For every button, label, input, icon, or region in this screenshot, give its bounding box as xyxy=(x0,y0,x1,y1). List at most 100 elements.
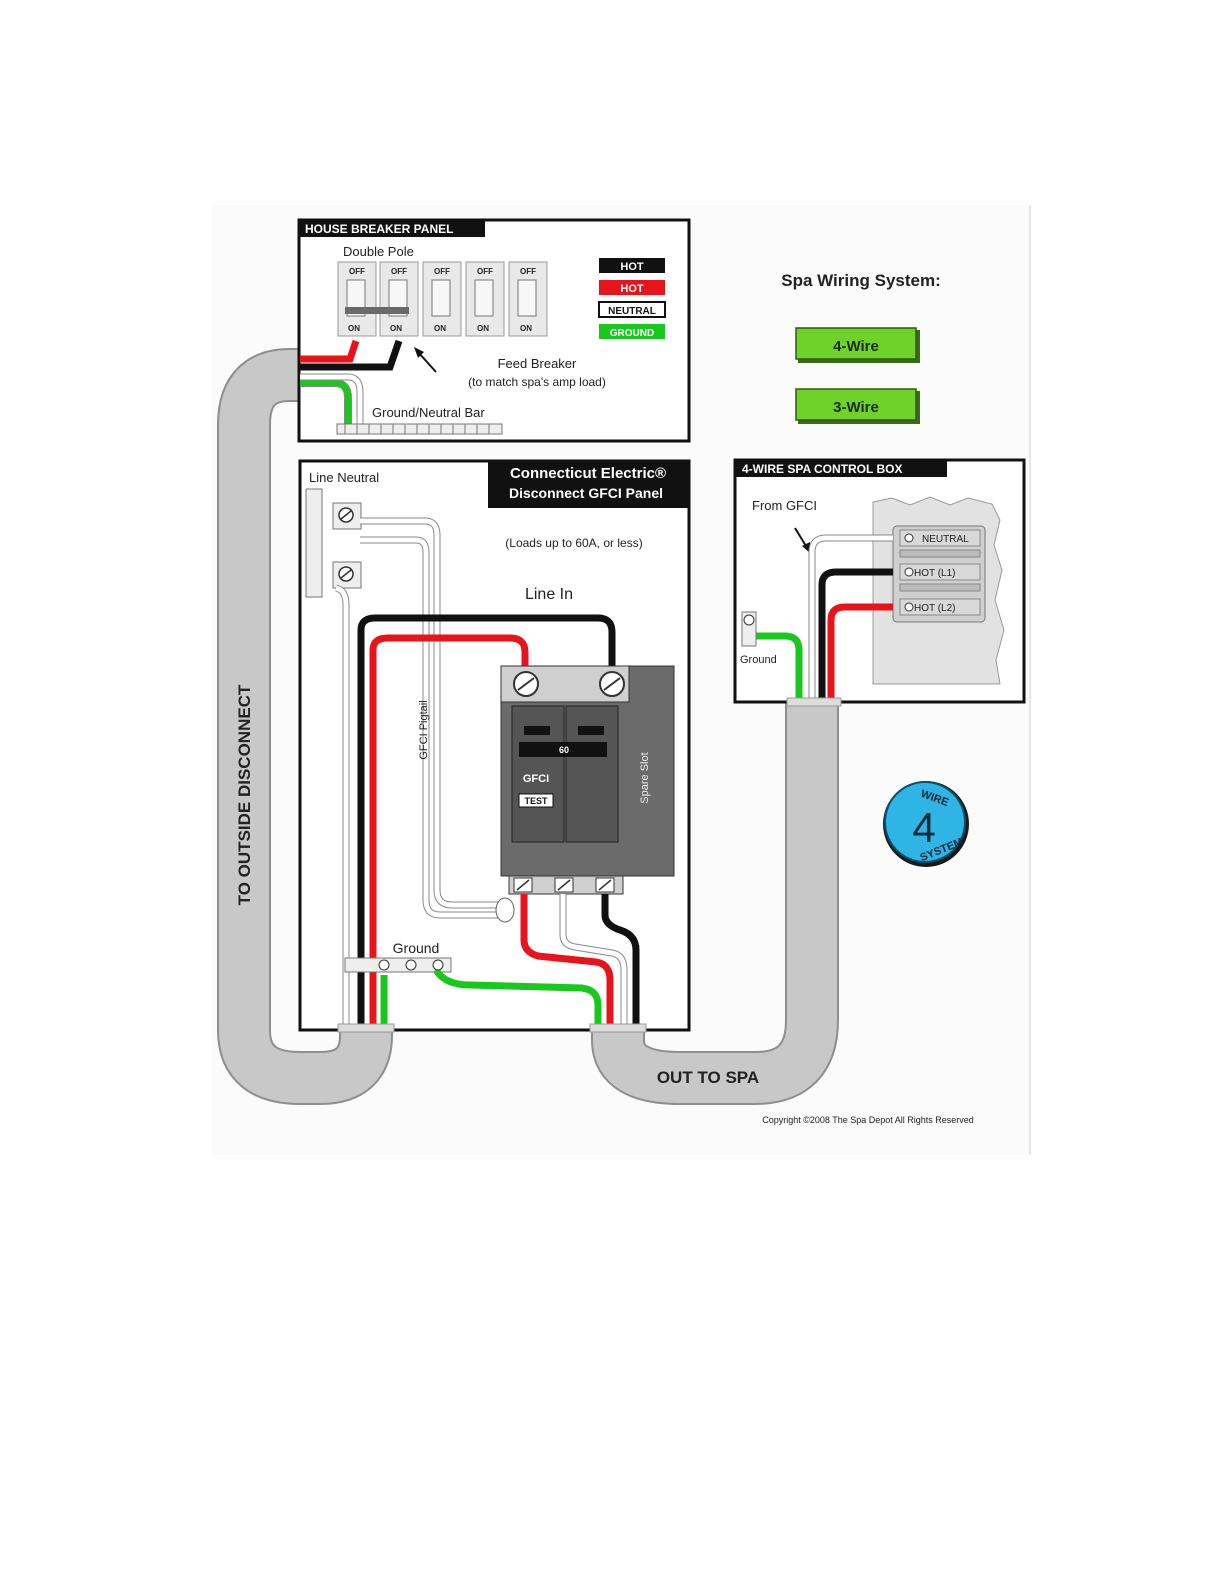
ground-neutral-bar-label: Ground/Neutral Bar xyxy=(372,405,485,420)
breaker-5[interactable]: OFF ON xyxy=(508,261,548,337)
spa-ground-wire xyxy=(756,632,803,700)
wire-color-legend: HOT HOT NEUTRAL GROUND xyxy=(598,258,666,339)
feed-wire-black xyxy=(300,339,403,371)
three-wire-button-label: 3-Wire xyxy=(833,399,879,416)
feed-wire-red xyxy=(300,339,360,363)
legend-ground: GROUND xyxy=(610,328,654,339)
gfci-ground-bar xyxy=(344,957,452,973)
breaker-4-off-label: OFF xyxy=(477,267,493,276)
gfci-label: GFCI xyxy=(523,773,549,785)
house-breaker-panel: HOUSE BREAKER PANEL Double Pole OFF ON O… xyxy=(297,218,691,443)
line-neutral-bar xyxy=(305,488,323,598)
gfci-title-line2: Disconnect GFCI Panel xyxy=(509,485,663,501)
gfci-ground-label: Ground xyxy=(393,940,440,956)
four-wire-system-badge: WIRE 4 SYSTEM xyxy=(883,781,969,867)
knockout-left xyxy=(337,1023,395,1033)
from-gfci-label: From GFCI xyxy=(752,498,817,513)
double-pole-label: Double Pole xyxy=(343,244,414,259)
knockout-right xyxy=(589,1023,647,1033)
line-in-black-wire xyxy=(357,614,616,1025)
ground-out-wire xyxy=(432,967,602,1025)
gfci-title-line1: Connecticut Electric® xyxy=(510,465,666,482)
gfci-title-bar xyxy=(488,461,689,508)
breaker-5-off-label: OFF xyxy=(520,267,536,276)
legend-neutral: NEUTRAL xyxy=(608,306,656,317)
gfci-ground-screws xyxy=(378,959,444,971)
breaker-3-on-label: ON xyxy=(434,324,446,333)
breaker-rating-strip xyxy=(519,742,607,757)
page-title: Spa Wiring System: xyxy=(781,271,941,290)
feed-breaker-note: (to match spa's amp load) xyxy=(468,375,606,389)
load-neutral-wire xyxy=(560,894,627,1025)
line-in-red-wire xyxy=(369,634,529,1025)
gfci-pigtail-label: GFCI Pigtail xyxy=(418,700,430,759)
neutral-in-wire xyxy=(335,585,349,1025)
gfci-pigtail-wire xyxy=(360,518,500,908)
feed-breaker-label: Feed Breaker xyxy=(498,356,577,371)
spa-box-header-bar xyxy=(735,460,947,477)
breaker-4[interactable]: OFF ON xyxy=(465,261,505,337)
from-gfci-arrow xyxy=(794,527,807,547)
breaker-handle-2[interactable] xyxy=(578,726,604,735)
badge-number: 4 xyxy=(912,804,935,851)
neutral-wire-house xyxy=(300,374,363,426)
line-in-label: Line In xyxy=(525,586,573,603)
spa-black-wire xyxy=(818,568,893,700)
feed-breaker-arrow xyxy=(417,351,437,373)
neutral-loop-wire xyxy=(360,537,500,918)
wire-nut xyxy=(495,897,515,923)
spa-neutral-wire xyxy=(809,535,893,700)
gfci-loads-note: (Loads up to 60A, or less) xyxy=(505,536,642,550)
breaker-1-on-label: ON xyxy=(348,324,360,333)
breaker-4-on-label: ON xyxy=(477,324,489,333)
breaker-2[interactable]: OFF ON xyxy=(379,261,419,337)
ground-neutral-bar-screws xyxy=(344,424,490,434)
breaker-handle-1[interactable] xyxy=(524,726,550,735)
spa-control-box: 4-WIRE SPA CONTROL BOX From GFCI NEUTRAL… xyxy=(733,458,1026,707)
terminal-hot-l1-label: HOT (L1) xyxy=(914,568,956,579)
four-wire-button[interactable]: 4-Wire xyxy=(795,327,920,363)
double-pole-tie-bar xyxy=(345,307,409,314)
legend-hot-red: HOT xyxy=(620,283,644,295)
terminal-neutral-label: NEUTRAL xyxy=(922,534,969,545)
ground-neutral-bar xyxy=(336,423,503,435)
breaker-3-off-label: OFF xyxy=(434,267,450,276)
terminal-hot-l2-label: HOT (L2) xyxy=(914,603,956,614)
house-panel-header-bar xyxy=(299,220,485,237)
screw-icon xyxy=(743,614,755,626)
conduit-right xyxy=(591,702,839,1105)
spa-red-wire xyxy=(827,603,893,700)
house-panel-header: HOUSE BREAKER PANEL xyxy=(305,222,453,236)
test-label: TEST xyxy=(524,796,548,806)
legend-hot-black: HOT xyxy=(620,261,644,273)
terminal-hot-l1 xyxy=(899,563,981,581)
spa-box-header: 4-WIRE SPA CONTROL BOX xyxy=(742,462,902,476)
feed-breaker-arrowhead xyxy=(414,347,424,358)
load-black-wire xyxy=(601,894,640,1025)
to-outside-disconnect-label: TO OUTSIDE DISCONNECT xyxy=(235,684,254,905)
breaker-rating: 60 xyxy=(559,745,569,755)
breaker-5-on-label: ON xyxy=(520,324,532,333)
spa-ground-label: Ground xyxy=(740,654,777,666)
conduit-left xyxy=(217,348,393,1105)
line-neutral-label: Line Neutral xyxy=(309,470,379,485)
breaker-1[interactable]: OFF ON xyxy=(337,261,377,337)
gfci-disconnect-panel: Connecticut Electric® Disconnect GFCI Pa… xyxy=(298,459,691,1033)
ground-wire-house xyxy=(300,380,351,426)
breaker-2-on-label: ON xyxy=(390,324,402,333)
four-wire-button-label: 4-Wire xyxy=(833,338,879,355)
load-red-wire xyxy=(520,894,614,1025)
breaker-1-off-label: OFF xyxy=(349,267,365,276)
spare-slot-label: Spare Slot xyxy=(639,752,651,803)
knockout-spa xyxy=(786,697,842,707)
copyright: Copyright ©2008 The Spa Depot All Rights… xyxy=(762,1115,974,1125)
out-to-spa-label: OUT TO SPA xyxy=(657,1068,759,1087)
three-wire-button[interactable]: 3-Wire xyxy=(795,388,920,424)
terminal-neutral xyxy=(899,529,981,547)
from-gfci-arrowhead xyxy=(802,542,810,553)
gfci-test-button[interactable] xyxy=(518,793,554,808)
breaker-2-off-label: OFF xyxy=(391,267,407,276)
breaker-3[interactable]: OFF ON xyxy=(422,261,462,337)
terminal-hot-l2 xyxy=(899,598,981,616)
